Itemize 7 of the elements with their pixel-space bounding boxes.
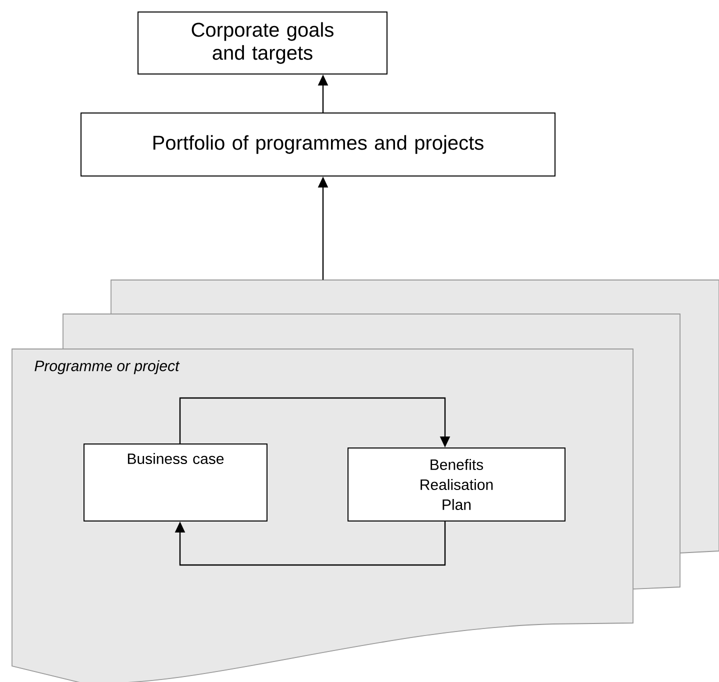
box: Portfolio of programmes and projects: [80, 112, 556, 176]
heading: Programme or project: [34, 360, 180, 374]
box: Benefits Realisation Plan: [348, 448, 566, 522]
box: Business case: [84, 444, 268, 522]
arrow: [174, 522, 446, 566]
box: Corporate goals and targets: [138, 12, 388, 74]
document-shape: [110, 280, 719, 554]
